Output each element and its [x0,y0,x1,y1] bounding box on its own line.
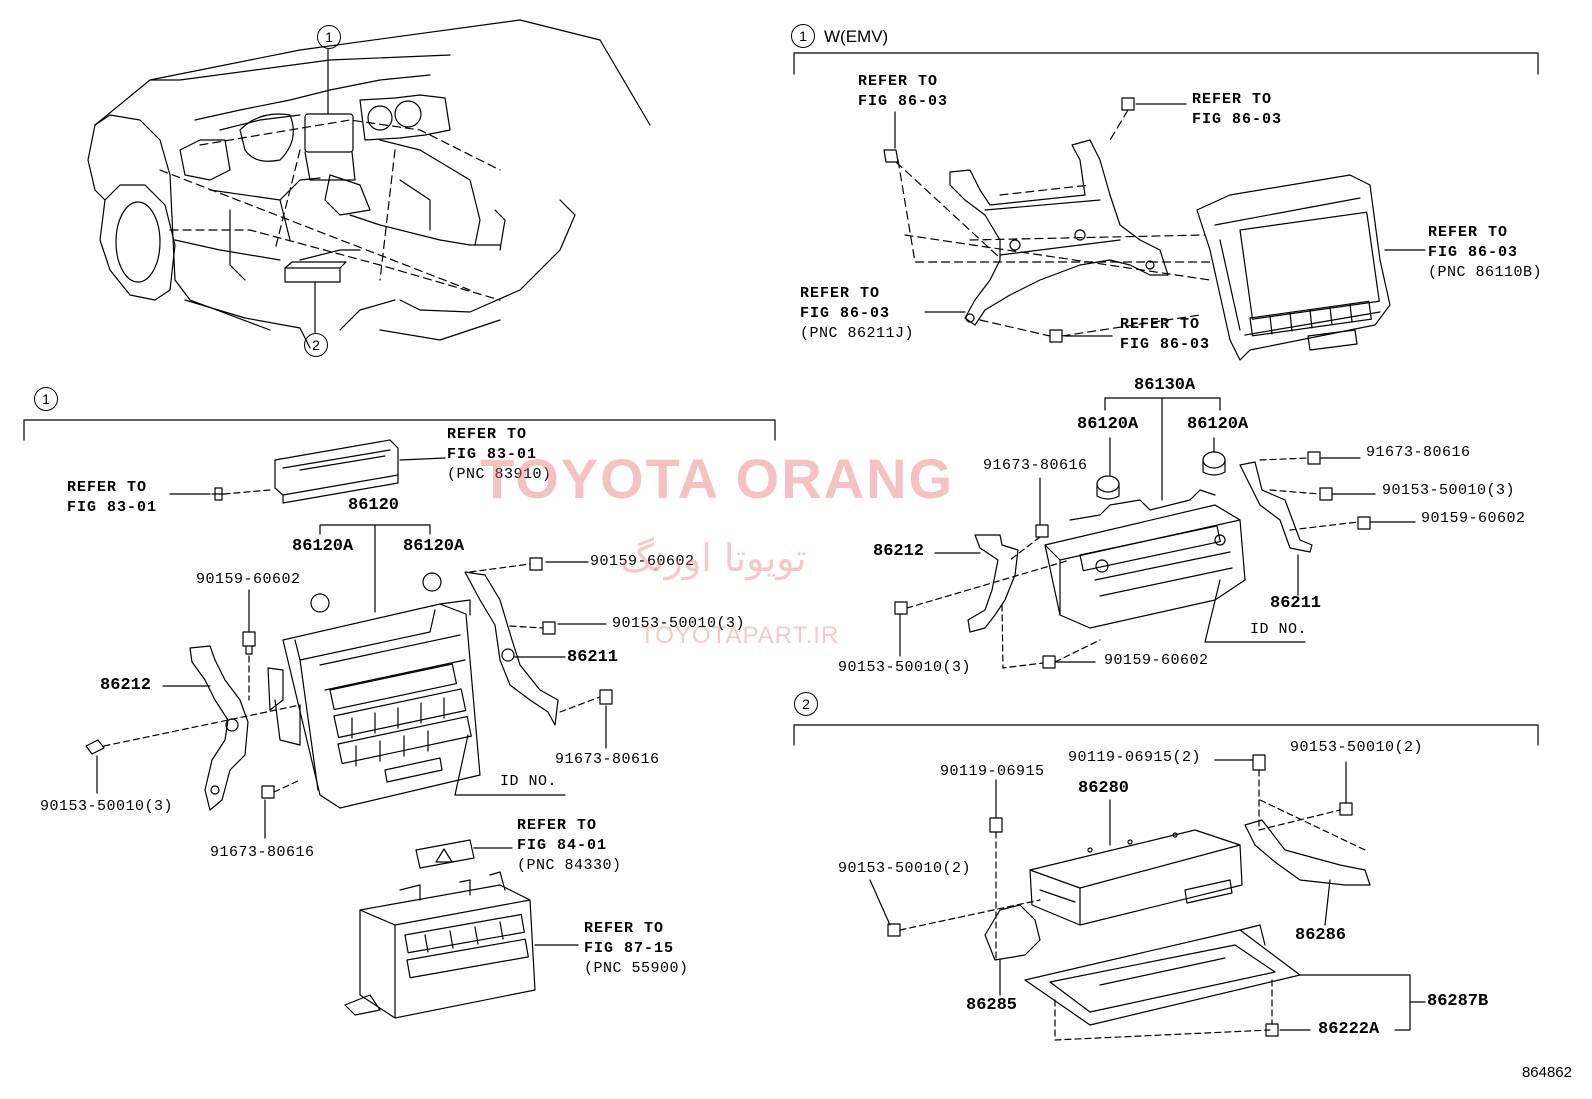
watermark-persian: تویوتا اورنگ [620,536,807,580]
callout-1-vehicle: 1 [317,25,341,49]
part-86120a-left[interactable]: 86120A [292,537,354,556]
part-90159-60602-right[interactable]: 90159-60602 [590,553,695,570]
amplifier-assembly-drawing [869,754,1426,1041]
part-86120a-emv-left[interactable]: 86120A [1077,415,1139,434]
part-86222a[interactable]: 86222A [1318,1020,1380,1039]
watermark-brand: TOYOTA ORANG [480,447,955,510]
part-86287b[interactable]: 86287B [1427,992,1489,1011]
part-90153-50010-2-left[interactable]: 90153-50010(2) [838,860,972,877]
part-91673-80616-right[interactable]: 91673-80616 [555,751,660,768]
part-90119-06915-2[interactable]: 90119-06915(2) [1068,749,1202,766]
part-86120[interactable]: 86120 [348,496,400,515]
part-91673-80616-emv-right[interactable]: 91673-80616 [1366,444,1471,461]
callout-1-emv: 1 [791,24,815,48]
part-90159-60602-emv-right[interactable]: 90159-60602 [1421,510,1526,527]
emv-audio-unit-drawing [894,397,1416,669]
part-90153-50010-3-emv-right[interactable]: 90153-50010(3) [1382,482,1516,499]
callout-1-section: 1 [34,387,58,411]
part-86211-emv[interactable]: 86211 [1270,594,1322,613]
part-90153-50010-2-right[interactable]: 90153-50010(2) [1290,739,1424,756]
illustration-code: 864862 [1521,1064,1572,1081]
part-86285[interactable]: 86285 [966,996,1018,1015]
vehicle-cutaway-drawing [87,19,651,349]
section-2-bracket [793,724,1539,746]
id-no-label-emv: ID NO. [1250,621,1308,638]
id-no-label-left: ID NO. [500,773,558,790]
part-86280[interactable]: 86280 [1078,779,1130,798]
callout-2-vehicle: 2 [304,333,328,357]
part-90153-50010-3-emv-left[interactable]: 90153-50010(3) [838,659,972,676]
audio-unit-assembly-drawing [85,439,613,1019]
section-emv-bracket [793,52,1539,75]
emv-section-title: W(EMV) [824,27,889,46]
part-86212-left[interactable]: 86212 [100,676,152,695]
part-86120a-emv-right[interactable]: 86120A [1187,415,1249,434]
part-90159-60602-emv-bottom[interactable]: 90159-60602 [1104,652,1209,669]
part-90153-50010-3-left[interactable]: 90153-50010(3) [40,798,174,815]
part-91673-80616-left[interactable]: 91673-80616 [210,844,315,861]
part-86120a-right[interactable]: 86120A [403,537,465,556]
watermark-site: TOYOTAPART.IR [640,622,840,649]
part-91673-80616-emv-left[interactable]: 91673-80616 [983,457,1088,474]
callout-2-section: 2 [794,692,818,716]
part-90119-06915[interactable]: 90119-06915 [940,763,1045,780]
emv-display-assembly-drawing [883,97,1426,361]
part-90153-50010-3-right[interactable]: 90153-50010(3) [612,615,746,632]
part-86212-emv[interactable]: 86212 [873,542,925,561]
part-90159-60602-left[interactable]: 90159-60602 [196,571,301,588]
section-1-bracket [23,419,776,441]
part-86211-left[interactable]: 86211 [567,648,619,667]
part-86286[interactable]: 86286 [1295,926,1347,945]
part-86130a[interactable]: 86130A [1134,376,1196,395]
